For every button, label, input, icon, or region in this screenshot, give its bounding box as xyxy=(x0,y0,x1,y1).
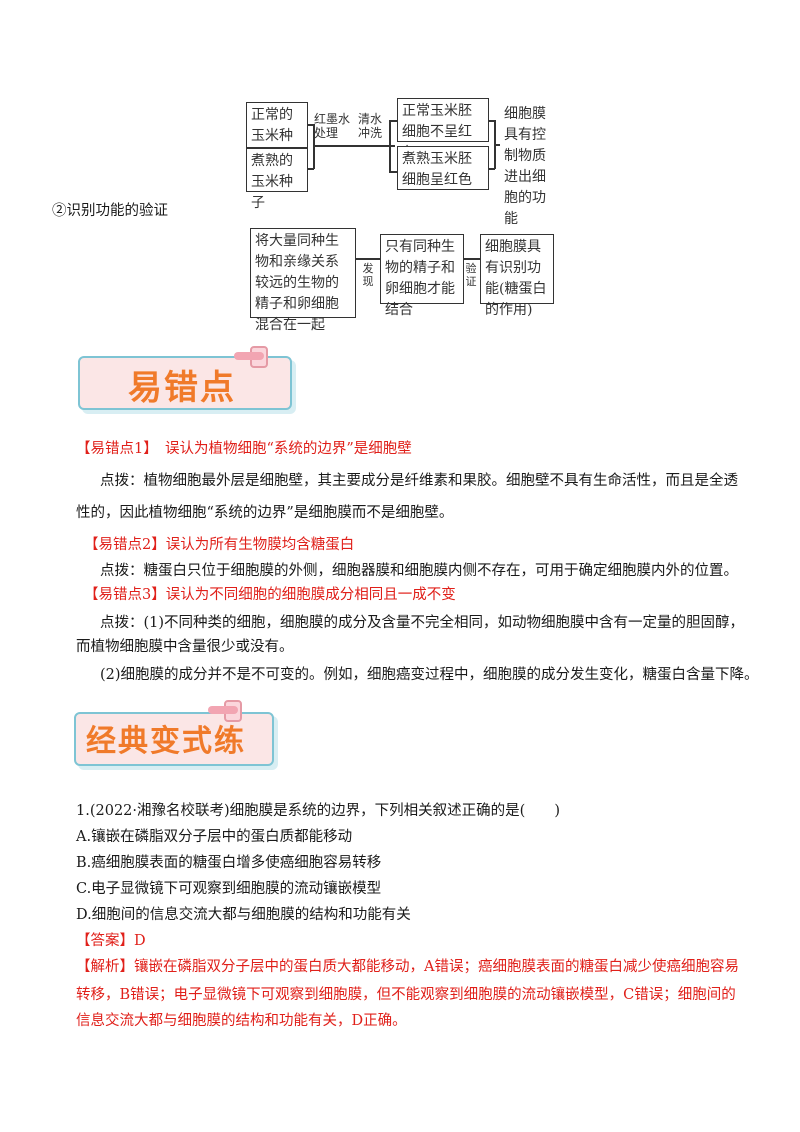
error-point-3-heading: 【易错点3】误认为不同细胞的细胞膜成分相同且一成不变 xyxy=(84,584,456,606)
analysis-text-1: 镶嵌在磷脂双分子层中的蛋白质大都能移动，A错误；癌细胞膜表面的糖蛋白减少使癌细胞… xyxy=(134,959,739,975)
recognition-section-title: ②识别功能的验证 xyxy=(52,203,168,219)
cooked-result-box: 煮熟玉米胚细胞呈红色 xyxy=(397,146,489,190)
diagram2-arrow-line xyxy=(356,258,380,260)
mix-gametes-box: 将大量同种生物和亲缘关系较远的生物的精子和卵细胞混合在一起 xyxy=(250,228,356,333)
diagram1-brace xyxy=(494,144,500,146)
diagram2-arrow-line xyxy=(464,258,480,260)
diagram1-arrow-line xyxy=(313,145,395,147)
answer-value: D xyxy=(134,933,146,949)
question-stem: 1.(2022·湘豫名校联考)细胞膜是系统的边界，下列相关叙述正确的是( ) xyxy=(76,803,560,819)
analysis-line3: 信息交流大都与细胞膜的结构和功能有关，D正确。 xyxy=(76,1013,407,1029)
diagram1-brace xyxy=(489,120,495,122)
bow-icon xyxy=(208,706,238,714)
diagram1-connector xyxy=(313,124,315,169)
normal-seed-box: 正常的玉米种子 xyxy=(246,102,308,165)
error-point-2-title: 误认为所有生物膜均含糖蛋白 xyxy=(165,537,355,553)
practice-banner xyxy=(74,712,274,766)
diagram1-connector xyxy=(308,124,314,126)
error-point-1-tip-line1: 点拨：植物细胞最外层是细胞壁，其主要成分是纤维素和果胶。细胞壁不具有生命活性，而… xyxy=(100,473,738,489)
diagram1-branch xyxy=(389,171,397,173)
answer-line: 【答案】D xyxy=(76,930,146,952)
error-point-2-tag: 【易错点2】 xyxy=(84,537,166,553)
practice-title: 经典变式练 xyxy=(86,724,246,759)
error-point-3-tag: 【易错点3】 xyxy=(84,587,166,603)
diagram1-brace xyxy=(489,168,495,170)
error-point-1-title: 误认为植物细胞“系统的边界”是细胞壁 xyxy=(164,441,412,457)
analysis-line1: 【解析】镶嵌在磷脂双分子层中的蛋白质大都能移动，A错误；癌细胞膜表面的糖蛋白减少… xyxy=(76,956,739,978)
error-point-1-tip-line2: 性的，因此植物细胞“系统的边界”是细胞膜而不是细胞壁。 xyxy=(76,505,454,521)
red-ink-label: 红墨水处理 xyxy=(314,112,351,140)
option-c: C.电子显微镜下可观察到细胞膜的流动镶嵌模型 xyxy=(76,881,382,897)
diagram1-branch xyxy=(389,120,391,172)
error-points-title: 易错点 xyxy=(128,368,236,408)
water-rinse-label: 清水冲洗 xyxy=(358,112,383,140)
option-d: D.细胞间的信息交流大都与细胞膜的结构和功能有关 xyxy=(76,907,411,923)
error-point-3-tip-line1: 点拨：(1)不同种类的细胞，细胞膜的成分及含量不完全相同，如动物细胞膜中含有一定… xyxy=(100,615,745,631)
cooked-seed-box: 煮熟的玉米种子 xyxy=(246,148,308,211)
diagram1-connector xyxy=(308,168,314,170)
error-point-1-tag: 【易错点1】 xyxy=(76,441,151,457)
error-point-3-tip-line2: 而植物细胞膜中含量很少或没有。 xyxy=(76,639,294,655)
error-point-2-heading: 【易错点2】误认为所有生物膜均含糖蛋白 xyxy=(84,534,354,556)
option-a: A.镶嵌在磷脂双分子层中的蛋白质都能移动 xyxy=(76,829,353,845)
analysis-line2: 转移，B错误；电子显微镜下可观察到细胞膜，但不能观察到细胞膜的流动镶嵌模型，C错… xyxy=(76,987,736,1003)
option-b: B.癌细胞膜表面的糖蛋白增多使癌细胞容易转移 xyxy=(76,855,382,871)
error-point-2-tip: 点拨：糖蛋白只位于细胞膜的外侧，细胞器膜和细胞膜内侧不存在，可用于确定细胞膜内外… xyxy=(100,563,738,579)
error-point-1-heading: 【易错点1】 误认为植物细胞“系统的边界”是细胞壁 xyxy=(76,438,412,460)
error-point-3-title: 误认为不同细胞的细胞膜成分相同且一成不变 xyxy=(165,587,456,603)
species-result-box: 只有同种生物的精子和卵细胞才能结合 xyxy=(380,234,464,318)
analysis-tag: 【解析】 xyxy=(76,959,134,975)
bow-icon xyxy=(234,352,264,360)
error-point-3-tip-line3: (2)细胞膜的成分并不是不可变的。例如，细胞癌变过程中，细胞膜的成分发生变化，糖… xyxy=(100,667,759,683)
verify-label: 验证 xyxy=(465,262,477,288)
recognition-conclusion-box: 细胞膜具有识别功能(糖蛋白的作用) xyxy=(480,234,554,318)
answer-tag: 【答案】 xyxy=(76,933,134,949)
normal-result-box: 正常玉米胚细胞不呈红色 xyxy=(397,98,489,161)
find-label: 发现 xyxy=(362,262,374,288)
diagram1-conclusion: 细胞膜具有控制物质进出细胞的功能 xyxy=(500,102,560,227)
diagram1-branch xyxy=(389,120,397,122)
